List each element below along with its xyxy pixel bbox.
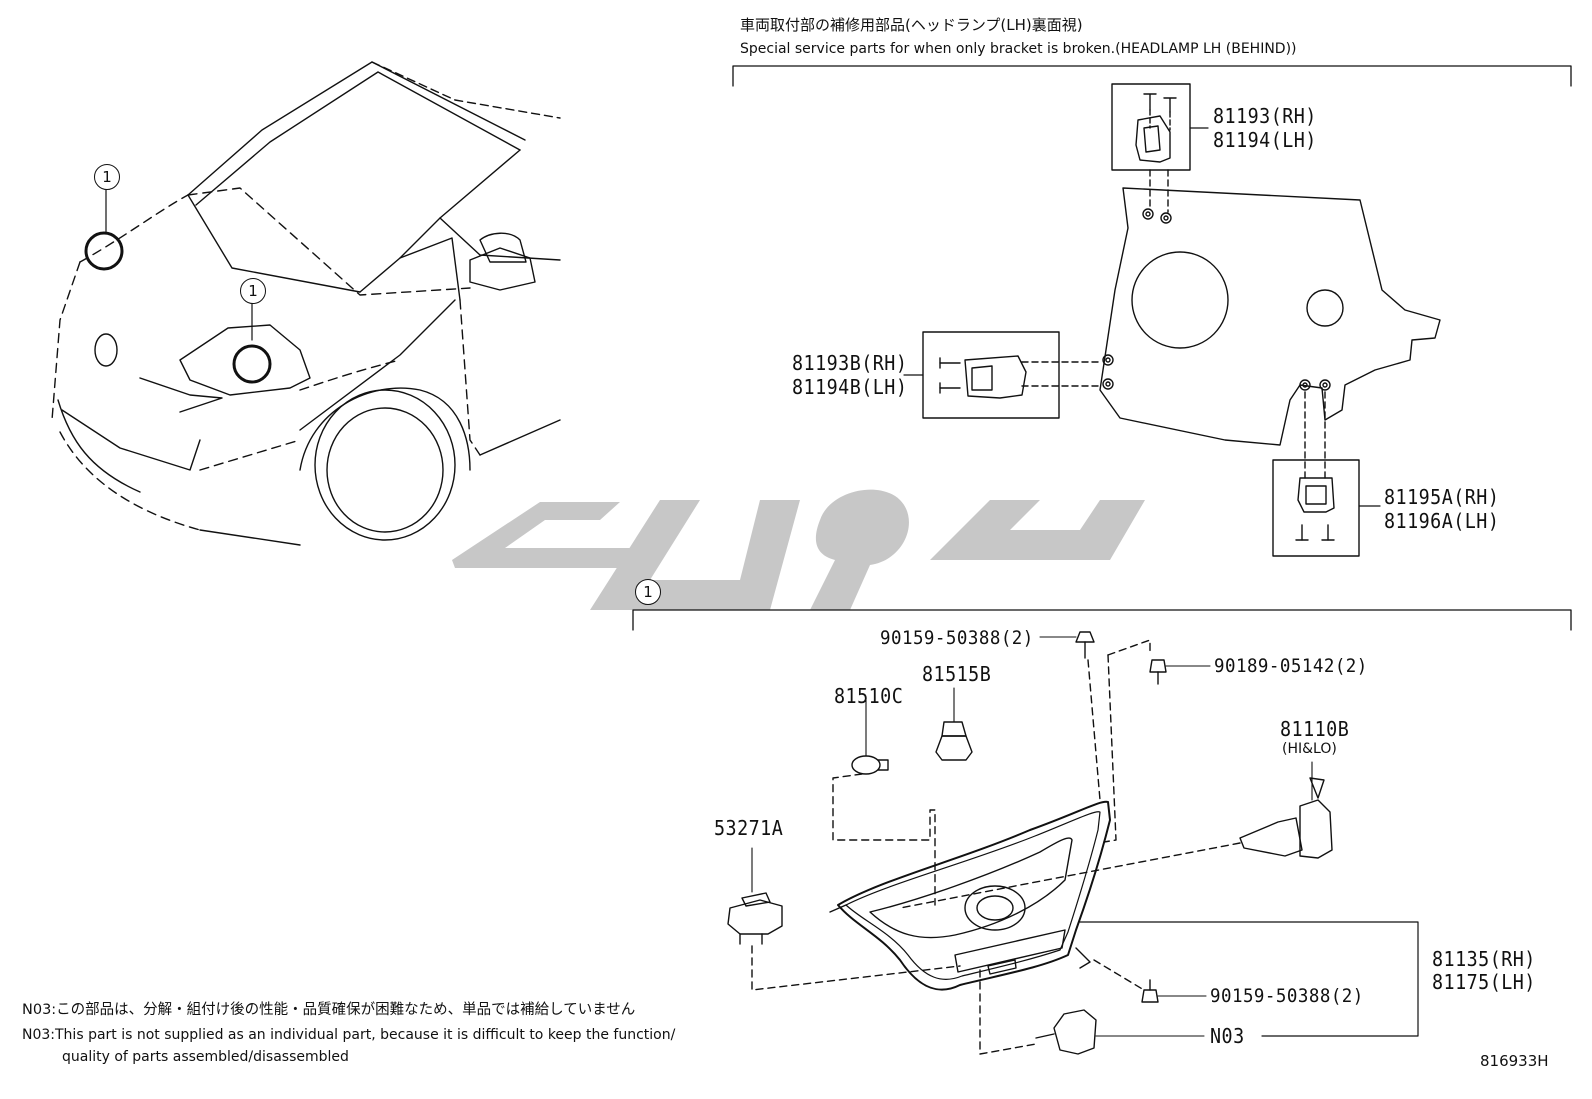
note-jp: N03:この部品は、分解・組付け後の性能・品質確保が困難なため、単品では補給して… xyxy=(22,1002,636,1018)
header-title-jp: 車両取付部の補修用部品(ヘッドランプ(LH)裏面視) xyxy=(740,16,1083,34)
callout-car-upper: 1 xyxy=(94,164,120,190)
part-81196a-lh: 81196A(LH) xyxy=(1384,509,1500,533)
note-en-line1: N03:This part is not supplied as an indi… xyxy=(22,1027,676,1043)
part-81195a-rh: 81195A(RH) xyxy=(1384,485,1500,509)
part-81194b-lh: 81194B(LH) xyxy=(792,375,908,399)
part-81175-lh: 81175(LH) xyxy=(1432,970,1536,994)
part-clip-top: 90189-05142(2) xyxy=(1214,655,1368,677)
part-81193-rh: 81193(RH) xyxy=(1213,104,1317,128)
watermark-logo xyxy=(452,489,1145,610)
part-screw-top: 90159-50388(2) xyxy=(880,627,1034,649)
callout-assembly: 1 xyxy=(635,579,661,605)
part-81193b-rh: 81193B(RH) xyxy=(792,351,908,375)
part-81110b-note: (HI&LO) xyxy=(1282,741,1337,757)
bracket-section xyxy=(732,65,1572,557)
part-81510c: 81510C xyxy=(834,684,904,708)
figure-id: 816933H xyxy=(1480,1052,1549,1070)
header-title-en: Special service parts for when only brac… xyxy=(740,41,1297,57)
car-front-illustration xyxy=(51,61,561,546)
assembly-section xyxy=(632,609,1572,1055)
part-screw-bottom: 90159-50388(2) xyxy=(1210,985,1364,1007)
note-en-line2: quality of parts assembled/disassembled xyxy=(62,1049,349,1065)
part-81110b: 81110B xyxy=(1280,717,1350,741)
part-81135-rh: 81135(RH) xyxy=(1432,947,1536,971)
part-n03: N03 xyxy=(1210,1024,1245,1048)
part-53271a: 53271A xyxy=(714,816,784,840)
part-81515b: 81515B xyxy=(922,662,992,686)
part-81194-lh: 81194(LH) xyxy=(1213,128,1317,152)
callout-car-lower: 1 xyxy=(240,278,266,304)
